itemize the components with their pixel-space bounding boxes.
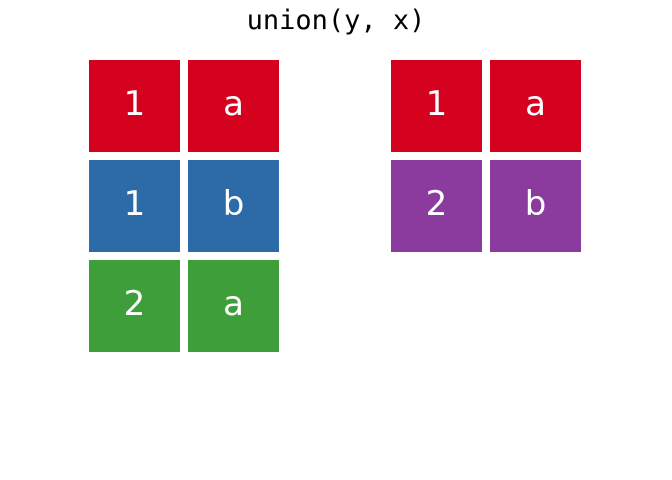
table-row: 2 b xyxy=(391,160,581,252)
cell: 2 xyxy=(391,160,482,252)
table-row: 1 b xyxy=(89,160,279,252)
left-table: 1 a 1 b 2 a xyxy=(89,60,279,352)
table-row: 1 a xyxy=(391,60,581,152)
cell: a xyxy=(188,260,279,352)
cell: 1 xyxy=(391,60,482,152)
cell: 1 xyxy=(89,60,180,152)
cell: b xyxy=(490,160,581,252)
cell: 2 xyxy=(89,260,180,352)
table-row: 1 a xyxy=(89,60,279,152)
cell: a xyxy=(188,60,279,152)
cell: a xyxy=(490,60,581,152)
table-row: 2 a xyxy=(89,260,279,352)
cell: b xyxy=(188,160,279,252)
cell: 1 xyxy=(89,160,180,252)
page-title: union(y, x) xyxy=(246,5,426,36)
right-table: 1 a 2 b xyxy=(391,60,581,252)
